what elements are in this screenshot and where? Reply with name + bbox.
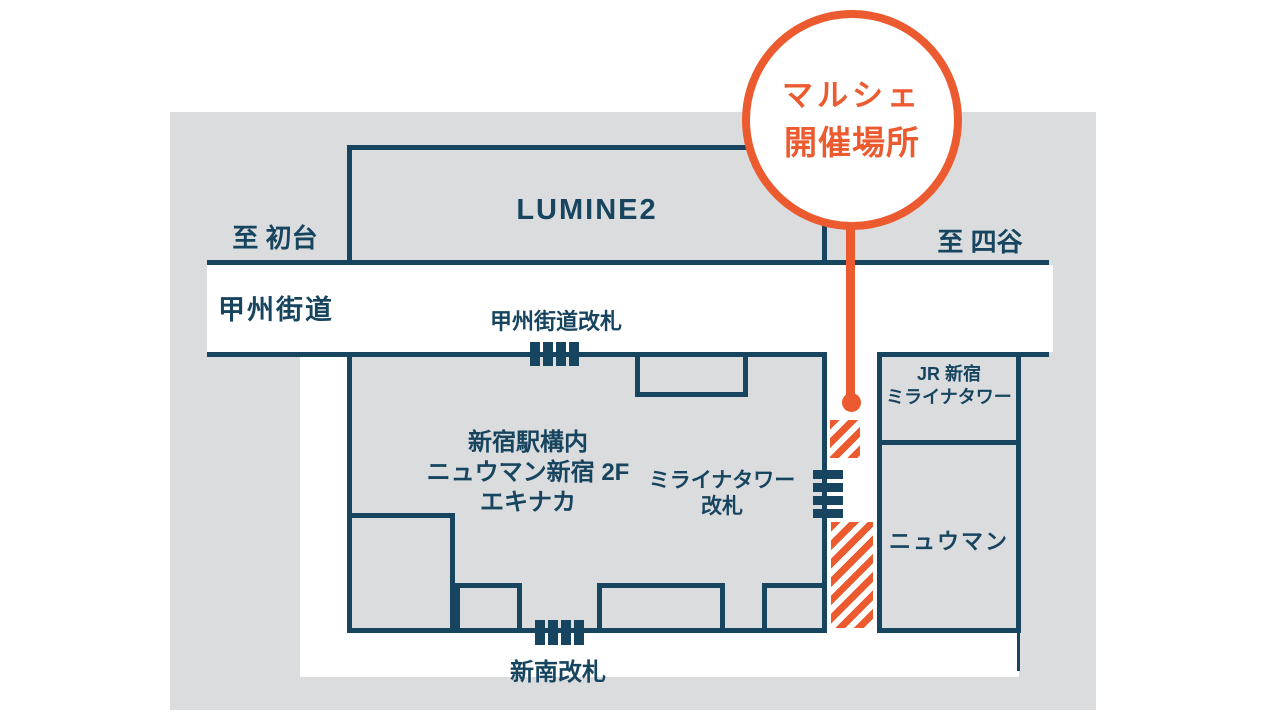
jr-tower-label-line1: JR 新宿 [916,364,981,384]
callout-title-line1: マルシェ [782,77,922,113]
station-label-line1: 新宿駅構内 [468,429,588,456]
map-area: LUMINE2 [170,112,1096,710]
miraina-gate-label-line2: 改札 [701,495,743,518]
walkway-east-edge [1017,633,1020,671]
station-label-line2: ニュウマン新宿 2F [426,459,630,486]
west-corridor [300,357,347,677]
koshu-kaido-road [207,265,1053,352]
callout-title-line2: 開催場所 [784,123,920,161]
callout-pointer-line [846,205,855,405]
marche-area-small [830,420,860,458]
gate-tick-icon [813,509,843,518]
label-koshu-kaido: 甲州街道 [218,295,334,325]
lumine2-building: LUMINE2 [347,145,827,265]
gate-tick-icon [813,470,843,479]
station-room-top [635,352,748,397]
gate-tick-icon [543,342,553,366]
miraina-gate-label-line1: ミライナタワー [648,469,796,492]
label-koshu-gate: 甲州街道改札 [489,309,622,334]
station-room-south-3 [762,583,827,633]
gate-tick-icon [548,620,558,645]
label-newoman: ニュウマン [888,529,1009,554]
gate-tick-icon [556,342,566,366]
label-shin-minami-gate: 新南改札 [510,659,606,686]
south-walkway [300,633,1019,677]
callout-bubble: マルシェ 開催場所 [742,10,962,230]
jr-miraina-tower-building [877,352,1021,633]
station-room-southwest [347,513,455,633]
jr-newoman-divider [877,440,1021,445]
station-room-south-2 [597,583,725,633]
label-station-inside: 新宿駅構内 ニュウマン新宿 2F エキナカ [408,428,648,518]
station-label-line3: エキナカ [480,489,576,516]
gate-tick-icon [813,483,843,492]
gate-tick-icon [561,620,571,645]
gate-tick-icon [569,342,579,366]
gate-tick-icon [530,342,540,366]
label-jr-miraina-tower: JR 新宿 ミライナタワー [877,363,1021,409]
marche-area-large [831,522,873,628]
station-room-south-1 [455,583,522,633]
jr-tower-label-line2: ミライナタワー [886,387,1012,407]
callout-pointer-dot [842,393,861,412]
gate-tick-icon [813,496,843,505]
label-to-yotsuya: 至 四谷 [937,227,1023,257]
gate-tick-icon [574,620,584,645]
label-to-hatsudai: 至 初台 [232,223,318,253]
gate-tick-icon [535,620,545,645]
label-miraina-gate: ミライナタワー 改札 [647,468,797,520]
station-building [347,352,827,633]
lumine2-label: LUMINE2 [516,194,658,226]
